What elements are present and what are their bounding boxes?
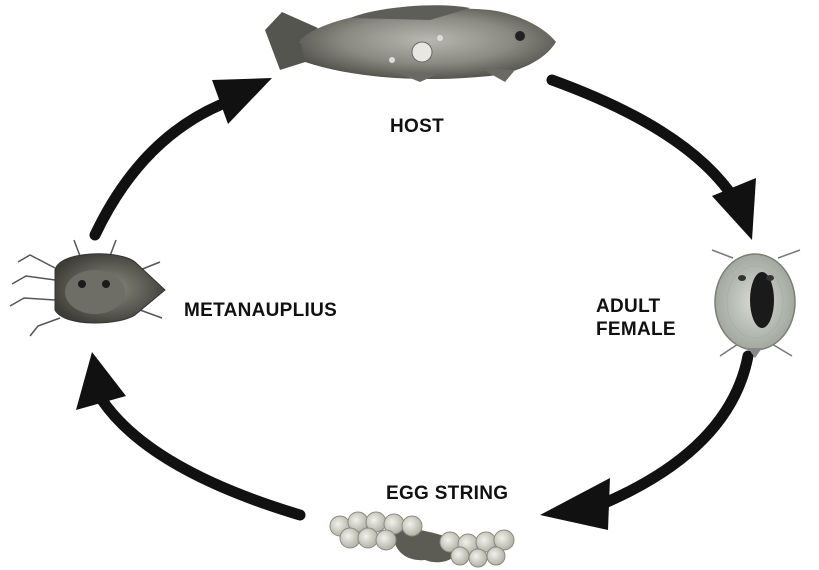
arrow-adult-to-egg bbox=[540, 356, 748, 530]
label-egg-string: EGG STRING bbox=[386, 483, 508, 506]
metanauplius-larva-icon bbox=[10, 240, 165, 336]
label-metanauplius: METANAUPLIUS bbox=[184, 300, 337, 323]
arrow-meta-to-host bbox=[95, 78, 272, 235]
egg-string-icon bbox=[330, 512, 514, 567]
label-adult-line: ADULT bbox=[596, 296, 676, 319]
carp-fish-icon bbox=[265, 5, 556, 82]
label-host: HOST bbox=[390, 116, 444, 139]
label-adult-female: ADULT FEMALE bbox=[596, 296, 676, 342]
arrow-host-to-adult bbox=[552, 80, 756, 240]
arrow-egg-to-meta bbox=[76, 352, 300, 515]
adult-female-louse-icon bbox=[712, 250, 800, 358]
label-female-line: FEMALE bbox=[596, 319, 676, 342]
